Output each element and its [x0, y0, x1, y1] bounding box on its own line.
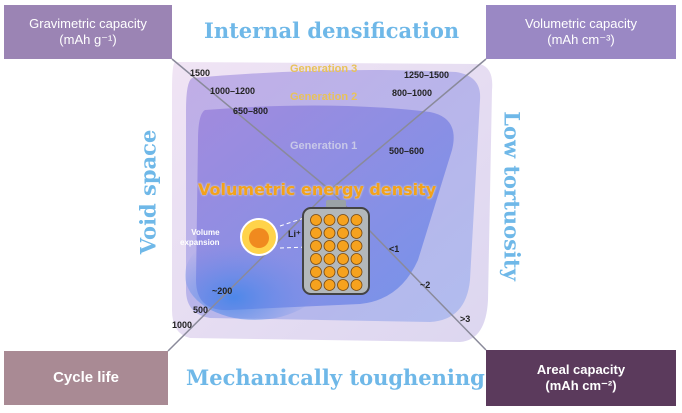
electrode-pellet: [350, 214, 363, 226]
volumetric-tick-2: 800–1000: [392, 88, 433, 98]
electrode-pellet: [350, 253, 363, 265]
volumetric-tick-1: 1250–1500: [404, 70, 450, 80]
center-title: Volumetric energy density: [198, 180, 437, 199]
areal-capacity-box: Areal capacity (mAh cm⁻²): [486, 350, 676, 406]
electrode-pellet: [323, 227, 336, 239]
electrode-pellet: [350, 279, 363, 291]
areal-capacity-label: Areal capacity: [536, 361, 626, 377]
volumetric-tick-3: 500–600: [389, 146, 425, 156]
volume-expansion-line2: expansion: [180, 237, 220, 247]
diagonal-volumetric: [329, 58, 487, 191]
electrode-pellet: [350, 240, 363, 252]
electrode-pellet: [310, 240, 322, 252]
electrode-pellet: [350, 227, 363, 239]
electrode-pellet: [310, 266, 322, 278]
cycle-life-tick-2: 500: [193, 305, 209, 315]
electrode-pellet: [310, 253, 322, 265]
electrode-pellet: [337, 253, 349, 265]
areal-tick-2: ~2: [420, 280, 431, 290]
areal-tick-1: <1: [389, 244, 400, 254]
electrode-pellets: [310, 214, 363, 291]
electrode-pellet: [337, 240, 349, 252]
gravimetric-capacity-label: Gravimetric capacity: [29, 15, 147, 31]
electrode-pellet: [323, 240, 336, 252]
lithium-ion-label: Li⁺: [288, 229, 301, 239]
volumetric-capacity-label: Volumetric capacity: [525, 15, 637, 31]
areal-capacity-unit: (mAh cm⁻²): [545, 378, 617, 393]
side-title-mechanically-toughening: Mechanically toughening: [186, 365, 485, 390]
generation-1-label: Generation 1: [290, 140, 358, 152]
electrode-pellet: [323, 266, 336, 278]
gravimetric-tick-3: 650–800: [233, 106, 269, 116]
cycle-life-label: Cycle life: [53, 368, 119, 386]
gravimetric-capacity-box: Gravimetric capacity (mAh g⁻¹): [4, 5, 172, 59]
generation-3-label: Generation 3: [290, 63, 358, 75]
side-title-internal-densification: Internal densification: [204, 18, 460, 43]
battery-electrode-icon: [302, 200, 370, 295]
side-title-void-space: Void space: [135, 129, 161, 255]
electrode-pellet: [323, 214, 336, 226]
electrode-pellet: [310, 279, 322, 291]
electrode-pellet: [323, 253, 336, 265]
cycle-life-box: Cycle life: [4, 351, 168, 405]
electrode-pellet: [310, 214, 322, 226]
electrode-pellet: [337, 266, 349, 278]
electrode-pellet: [337, 227, 349, 239]
volume-expansion-line1: Volume: [191, 228, 220, 237]
electrode-pellet: [350, 266, 363, 278]
cycle-life-tick-3: 1000: [172, 320, 193, 330]
gravimetric-tick-2: 1000–1200: [210, 86, 256, 96]
electrode-pellet: [337, 279, 349, 291]
diagonal-gravimetric: [171, 58, 331, 191]
electrode-pellet: [323, 279, 336, 291]
volumetric-capacity-unit: (mAh cm⁻³): [547, 32, 615, 47]
side-title-low-tortuosity: Low tortuosity: [499, 111, 525, 281]
electrode-pellet: [310, 227, 322, 239]
blue-glow: [185, 230, 325, 320]
generation-2-label: Generation 2: [290, 91, 358, 103]
gravimetric-capacity-unit: (mAh g⁻¹): [59, 32, 117, 47]
volume-expansion-label: Volume expansion: [180, 228, 220, 247]
volumetric-capacity-box: Volumetric capacity (mAh cm⁻³): [486, 5, 676, 59]
gravimetric-tick-1: 1500: [190, 68, 211, 78]
electrode-pellet: [337, 214, 349, 226]
areal-tick-3: >3: [460, 314, 471, 324]
cycle-life-tick-1: ~200: [212, 286, 233, 296]
